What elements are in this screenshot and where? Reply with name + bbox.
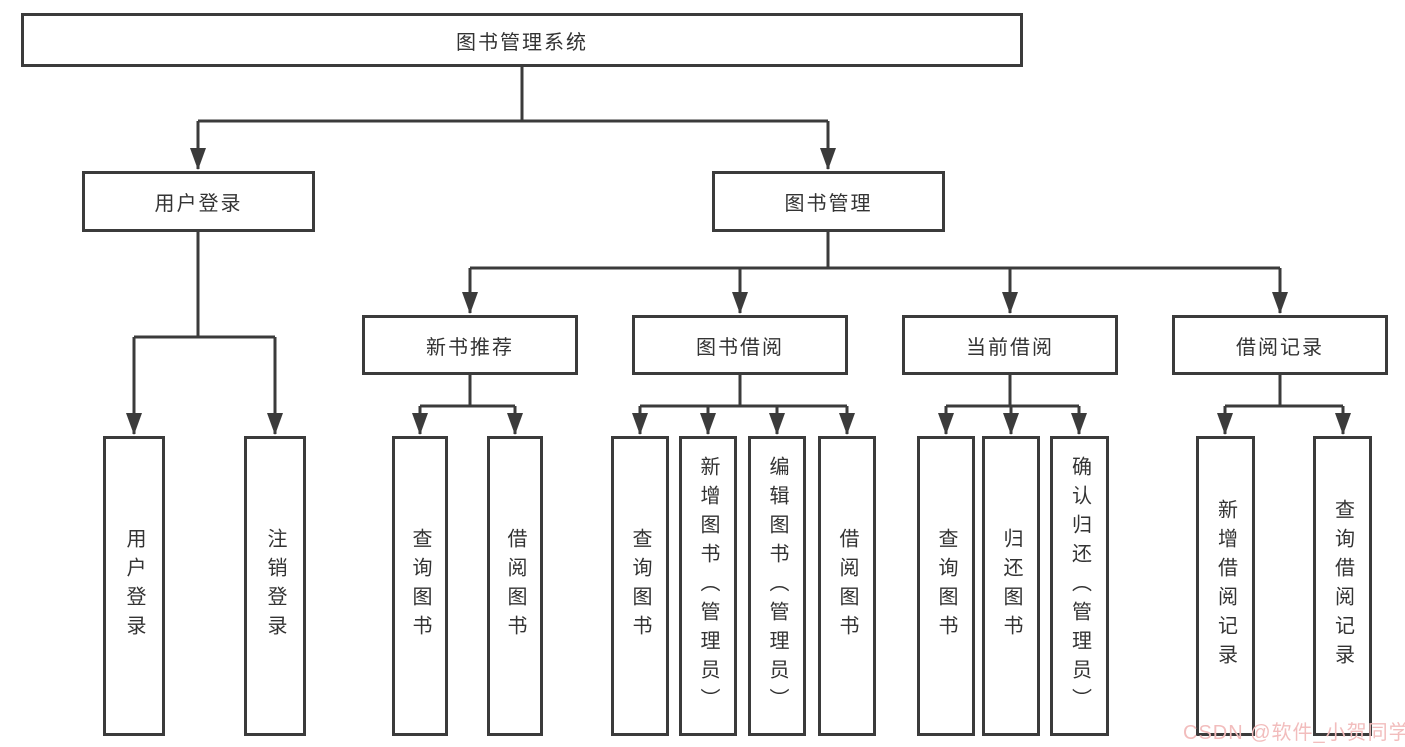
node-leaf-query-books: 查询图书 xyxy=(917,436,975,736)
node-book-management: 图书管理 xyxy=(712,171,945,232)
node-leaf-return-books: 归还图书 xyxy=(982,436,1040,736)
csdn-watermark: CSDN @软件_小贺同学 xyxy=(1183,722,1405,744)
node-root-library-system: 图书管理系统 xyxy=(21,13,1023,67)
node-book-borrow: 图书借阅 xyxy=(632,315,848,375)
node-leaf-add-borrow-record: 新增借阅记录 xyxy=(1196,436,1255,736)
node-leaf-query-books: 查询图书 xyxy=(392,436,448,736)
node-leaf-borrow-books: 借阅图书 xyxy=(487,436,543,736)
node-leaf-logout: 注销登录 xyxy=(244,436,306,736)
node-borrow-records: 借阅记录 xyxy=(1172,315,1388,375)
node-leaf-query-borrow-record: 查询借阅记录 xyxy=(1313,436,1372,736)
node-current-borrow: 当前借阅 xyxy=(902,315,1118,375)
node-leaf-user-login: 用户登录 xyxy=(103,436,165,736)
node-leaf-add-books-admin: 新增图书（管理员） xyxy=(679,436,737,736)
node-leaf-edit-books-admin: 编辑图书（管理员） xyxy=(748,436,806,736)
node-user-login: 用户登录 xyxy=(82,171,315,232)
node-leaf-query-books: 查询图书 xyxy=(611,436,669,736)
node-leaf-confirm-return-admin: 确认归还（管理员） xyxy=(1050,436,1109,736)
node-leaf-borrow-books: 借阅图书 xyxy=(818,436,876,736)
node-new-book-recommend: 新书推荐 xyxy=(362,315,578,375)
